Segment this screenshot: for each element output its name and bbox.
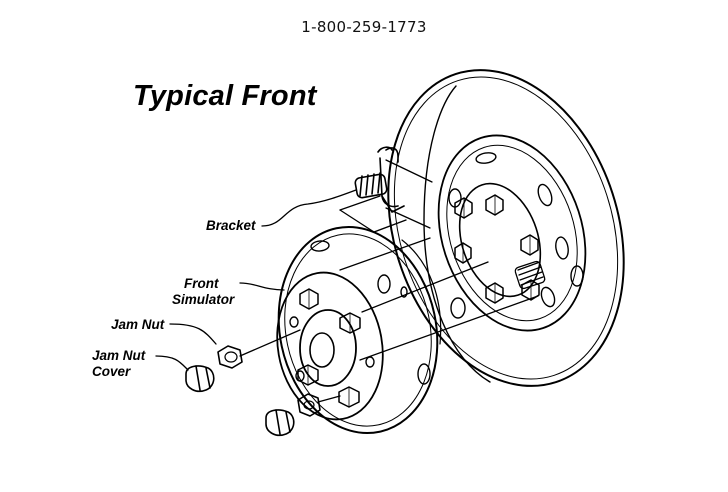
label-front-simulator-line2: Simulator xyxy=(172,292,235,307)
drum-studs xyxy=(454,194,540,304)
label-front-simulator: Front Simulator xyxy=(172,276,234,308)
label-jam-nut: Jam Nut xyxy=(111,317,165,332)
bracket-leader xyxy=(261,189,357,227)
wheel-drum xyxy=(387,69,625,387)
label-bracket: Bracket xyxy=(206,218,256,233)
jam-nut xyxy=(217,329,301,369)
label-jam-nut-cover-line1: Jam Nut xyxy=(92,348,146,363)
lower-jam-nut xyxy=(297,393,341,417)
label-jam-nut-cover-line2: Cover xyxy=(92,364,131,379)
simulator-lug-nuts xyxy=(297,288,361,408)
simulator-vent-holes xyxy=(289,240,431,385)
drum-vent-holes xyxy=(448,152,584,319)
lower-jam-nut-cover xyxy=(265,409,295,437)
phone-number: 1-800-259-1773 xyxy=(301,18,427,36)
label-jam-nut-cover: Jam Nut Cover xyxy=(92,348,145,380)
front-simulator-leader xyxy=(239,282,285,291)
label-leaders xyxy=(155,189,357,371)
diagram-title: Typical Front xyxy=(133,80,317,112)
label-front-simulator-line1: Front xyxy=(184,276,219,291)
front-simulator xyxy=(276,225,442,435)
jam-nut-cover xyxy=(185,365,215,393)
drum-stud-spring xyxy=(514,260,546,290)
assembly-guide-lines xyxy=(339,159,539,361)
jam-nut-leader xyxy=(169,323,217,345)
jam-nut-cover-leader xyxy=(155,355,189,371)
